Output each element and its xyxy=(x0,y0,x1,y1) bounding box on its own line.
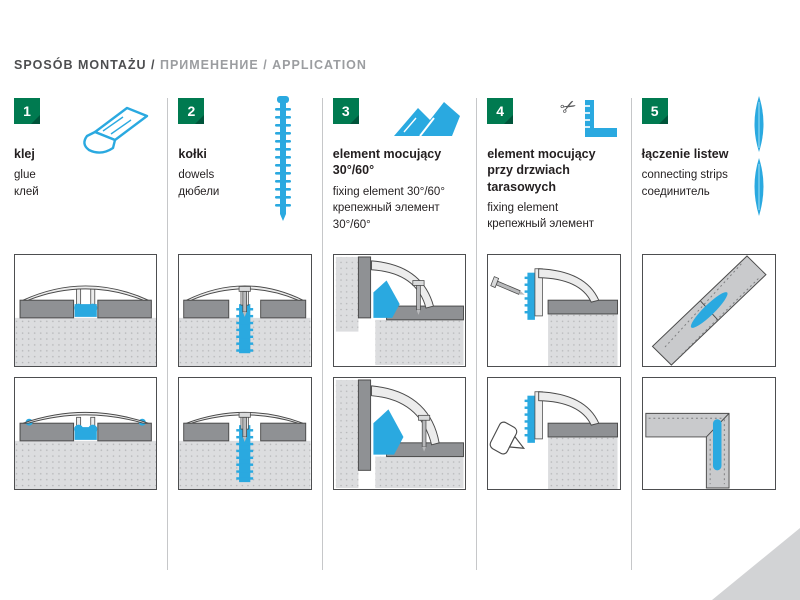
column-connecting-strips-labels: łączenie listew connecting strips соедин… xyxy=(642,146,776,254)
columns-container: 1 klej glue клей xyxy=(14,94,786,570)
column-fixing-element-line2: крепежный элемент 30°/60° xyxy=(332,202,440,231)
column-glue-labels: klej glue клей xyxy=(14,146,157,254)
dowel-icon xyxy=(270,94,296,229)
illustration-connecting-2 xyxy=(641,377,776,490)
connecting-strip-icon xyxy=(746,94,772,227)
column-fixing-element-line1: fixing element 30°/60° xyxy=(332,185,445,198)
column-glue-head: 1 xyxy=(14,98,157,154)
illustration-dowels-1 xyxy=(178,254,312,367)
illustration-dowels-2 xyxy=(178,377,312,490)
column-dowels-labels: kołki dowels дюбели xyxy=(178,146,311,254)
column-dowels-line1: dowels xyxy=(178,169,215,182)
step-number: 1 xyxy=(23,103,31,119)
page-corner-fold xyxy=(712,528,800,600)
column-door-fixing-element-head: 4 ✂ xyxy=(487,94,620,142)
page-title: SPOSÓB MONTAŻU / ПРИМЕНЕНИЕ / APPLICATIO… xyxy=(14,58,786,72)
fixing-element-30-60-icon xyxy=(390,98,464,145)
column-connecting-strips-head: 5 xyxy=(641,98,776,142)
column-door-fixing-element-labels: element mocujący przy drzwiach tarasowyc… xyxy=(487,146,620,254)
column-door-fixing-element-line1: fixing element xyxy=(487,201,559,214)
illustration-door-fixing-2 xyxy=(487,377,621,490)
step-number: 2 xyxy=(187,103,196,119)
scissors-icon: ✂ xyxy=(556,94,581,121)
column-fixing-element-title: element mocujący 30°/60° xyxy=(332,147,442,178)
illustration-glue-1 xyxy=(14,254,158,367)
column-connecting-strips-title: łączenie listew xyxy=(641,147,729,161)
step-badge-1: 1 xyxy=(14,98,40,124)
illustration-door-fixing-1 xyxy=(487,254,621,367)
column-dowels-head: 2 xyxy=(178,98,311,142)
column-glue-line2: клей xyxy=(14,185,39,198)
title-primary: SPOSÓB MONTAŻU / xyxy=(14,58,156,72)
column-door-fixing-element-title: element mocujący przy drzwiach tarasowyc… xyxy=(487,147,596,194)
step-number: 5 xyxy=(650,103,659,119)
column-fixing-element: 3 element mocujący 30°/60° fixing elemen… xyxy=(323,98,478,570)
column-connecting-strips: 5 łączenie listew connecting strips соед… xyxy=(632,96,786,570)
l-shaped-fixing-strip-icon xyxy=(584,100,617,137)
column-dowels-line2: дюбели xyxy=(178,185,220,198)
column-dowels: 2 xyxy=(168,96,323,570)
column-connecting-strips-line1: connecting strips xyxy=(641,169,728,182)
step-badge-2: 2 xyxy=(178,98,205,124)
step-badge-5: 5 xyxy=(641,98,668,124)
column-dowels-title: kołki xyxy=(178,147,207,161)
scissors-and-fixing-element-icon: ✂ xyxy=(557,94,619,142)
column-fixing-element-labels: element mocujący 30°/60° fixing element … xyxy=(333,146,466,254)
illustration-fixing-element-1 xyxy=(332,254,467,367)
step-number: 3 xyxy=(341,103,350,119)
column-glue-line1: glue xyxy=(14,169,36,182)
column-glue-title: klej xyxy=(14,147,35,161)
column-door-fixing-element-line2: крепежный элемент xyxy=(487,218,595,231)
step-number: 4 xyxy=(496,103,505,119)
step-badge-4: 4 xyxy=(487,98,514,124)
illustration-connecting-1 xyxy=(641,254,776,367)
column-connecting-strips-line2: соединитель xyxy=(641,185,710,198)
column-glue: 1 klej glue клей xyxy=(14,98,169,570)
illustration-glue-2 xyxy=(14,377,158,490)
column-fixing-element-head: 3 xyxy=(332,98,466,145)
title-secondary: ПРИМЕНЕНИЕ / APPLICATION xyxy=(159,58,367,72)
column-door-fixing-element: 4 ✂ element mocujący przy drzwiach taras… xyxy=(477,94,632,570)
step-badge-3: 3 xyxy=(332,98,359,124)
glue-profile-icon xyxy=(71,98,155,167)
illustration-fixing-element-2 xyxy=(332,377,467,490)
